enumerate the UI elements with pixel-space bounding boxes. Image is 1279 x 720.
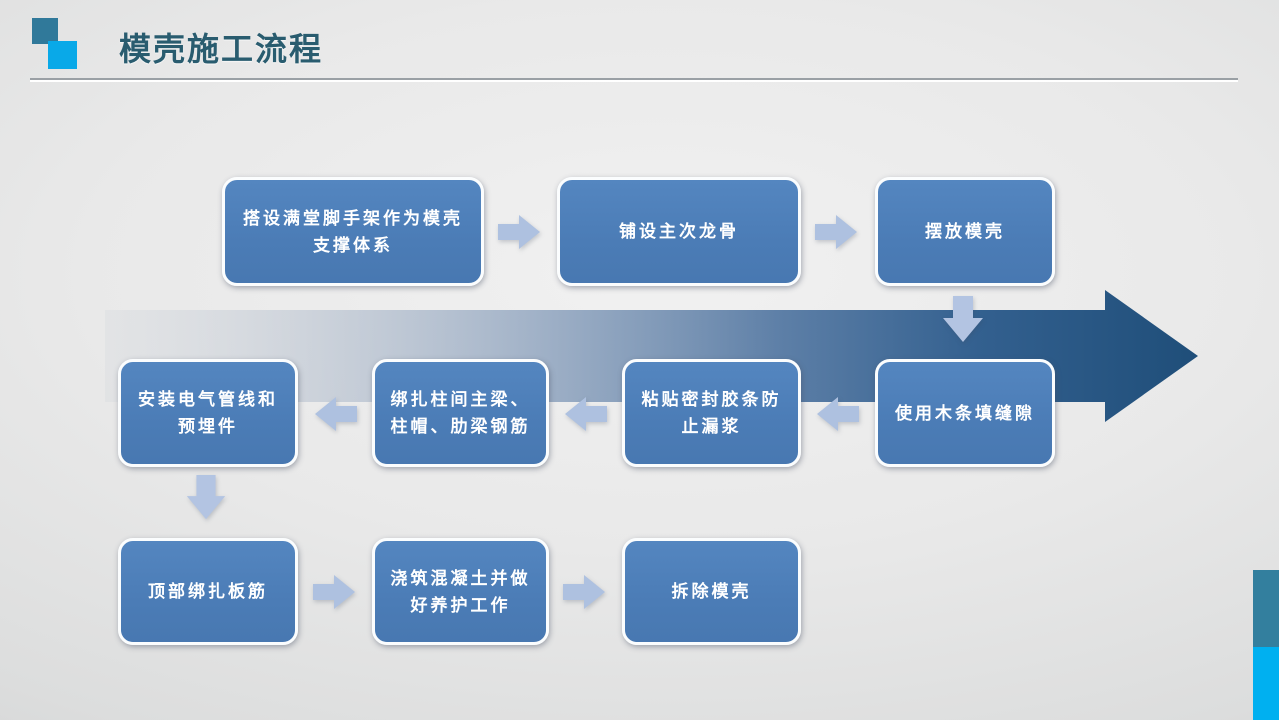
- edge-accent-bar-cyan: [1253, 647, 1279, 720]
- flow-step-5-label: 粘贴密封胶条防止漏浆: [641, 390, 782, 436]
- flow-step-7: 安装电气管线和预埋件: [118, 359, 298, 467]
- flow-step-1-label: 搭设满堂脚手架作为模壳支撑体系: [243, 208, 463, 255]
- arrow-left-icon: [817, 397, 859, 431]
- flow-step-6-label: 绑扎柱间主梁、柱帽、肋梁钢筋: [390, 390, 531, 436]
- header-divider: [30, 78, 1238, 82]
- arrow-right-icon: [563, 575, 605, 609]
- flow-step-2-label: 铺设主次龙骨: [619, 222, 739, 241]
- page-title: 模壳施工流程: [119, 31, 324, 67]
- flow-step-5: 粘贴密封胶条防止漏浆: [622, 359, 801, 467]
- arrow-left-icon: [315, 397, 357, 431]
- flow-step-10-label: 拆除模壳: [671, 582, 752, 601]
- header-accent-square-cyan: [48, 41, 77, 69]
- edge-accent-bar-teal: [1253, 570, 1279, 647]
- arrow-right-icon: [498, 215, 540, 249]
- flow-step-8-label: 顶部绑扎板筋: [148, 582, 268, 601]
- flow-step-2: 铺设主次龙骨: [557, 177, 801, 286]
- flow-step-10: 拆除模壳: [622, 538, 801, 645]
- arrow-down-icon: [943, 296, 983, 342]
- flow-step-9: 浇筑混凝土并做好养护工作: [372, 538, 549, 645]
- flow-step-3-label: 摆放模壳: [925, 222, 1005, 241]
- flow-step-6: 绑扎柱间主梁、柱帽、肋梁钢筋: [372, 359, 549, 467]
- flow-step-8: 顶部绑扎板筋: [118, 538, 298, 645]
- flow-step-1: 搭设满堂脚手架作为模壳支撑体系: [222, 177, 484, 286]
- arrow-right-icon: [815, 215, 857, 249]
- arrow-down-icon: [186, 475, 226, 520]
- flow-step-3: 摆放模壳: [875, 177, 1055, 286]
- arrow-right-icon: [313, 575, 355, 609]
- flow-step-9-label: 浇筑混凝土并做好养护工作: [390, 568, 531, 615]
- header-accent-square-teal: [32, 18, 58, 44]
- flow-step-7-label: 安装电气管线和预埋件: [138, 390, 278, 436]
- flow-step-4-label: 使用木条填缝隙: [895, 403, 1035, 423]
- arrow-left-icon: [565, 397, 607, 431]
- flow-step-4: 使用木条填缝隙: [875, 359, 1055, 467]
